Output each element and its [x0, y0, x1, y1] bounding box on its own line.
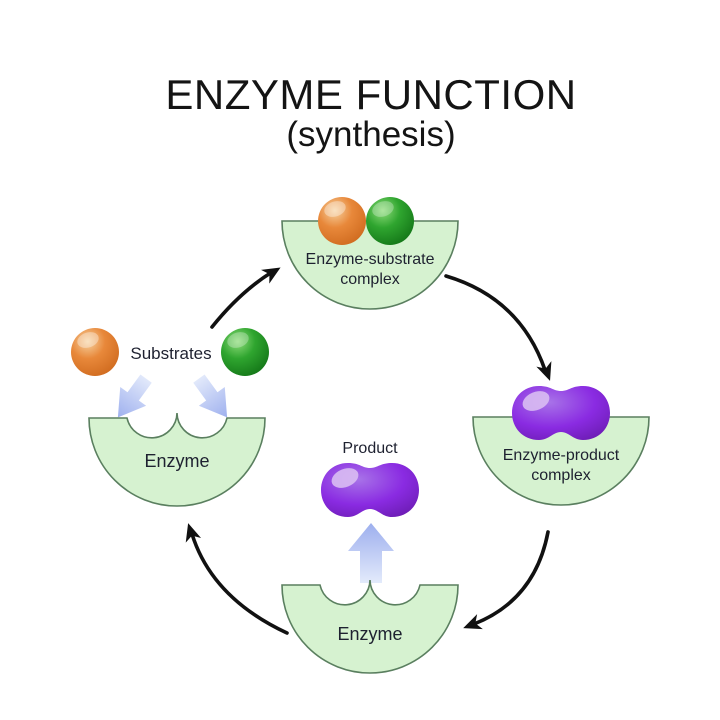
label-enzyme-bottom: Enzyme — [337, 624, 403, 644]
substrate-orange-sphere-bound — [318, 197, 366, 245]
diagram-subtitle: (synthesis) — [286, 115, 456, 154]
cycle-arrow-right-to-bottom — [460, 530, 550, 636]
substrate-green-sphere-bound — [366, 197, 414, 245]
product-release-arrow — [348, 523, 394, 583]
label-enzyme-substrate-complex: Enzyme-substrate complex — [305, 251, 435, 288]
label-enzyme-left: Enzyme — [144, 451, 210, 471]
cycle-arrow-bottom-to-left — [180, 520, 289, 635]
label-substrates: Substrates — [130, 344, 212, 363]
label-product: Product — [342, 440, 398, 457]
label-enzyme-product-complex: Enzyme-product complex — [502, 447, 620, 484]
product-molecule-bound — [512, 386, 610, 440]
product-molecule-free — [321, 463, 419, 517]
diagram-title: ENZYME FUNCTION — [165, 71, 577, 118]
cycle-arrow-top-to-right — [444, 274, 558, 384]
cycle-arrow-left-to-top — [210, 260, 285, 329]
